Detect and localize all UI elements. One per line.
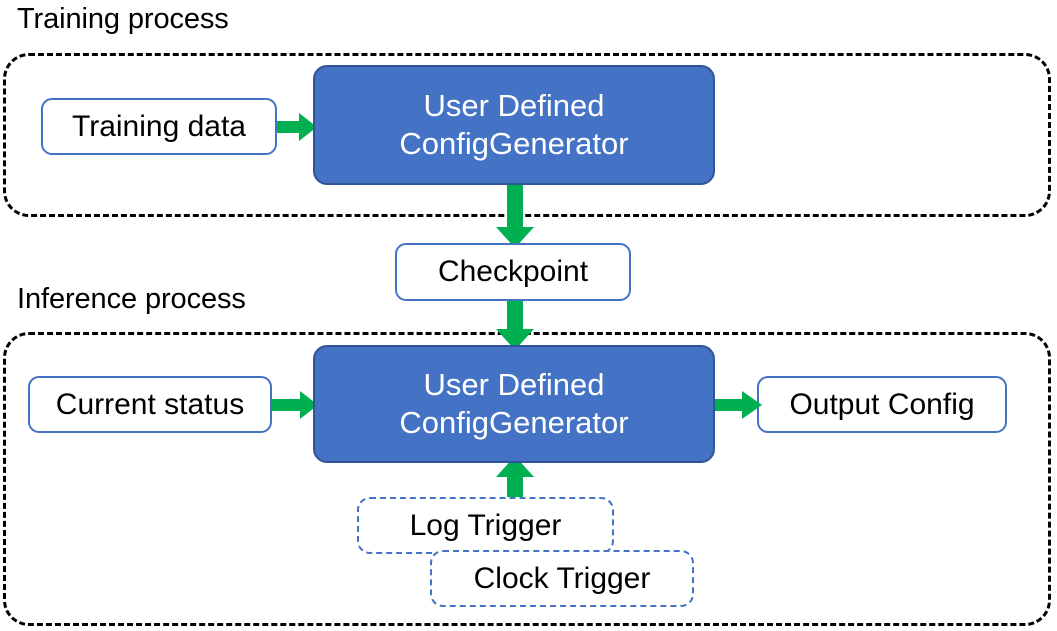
node-checkpoint-label: Checkpoint <box>437 255 589 288</box>
node-inference-config-generator-line1: User Defined <box>423 367 605 402</box>
arrow-training-generator-to-checkpoint <box>496 182 536 248</box>
node-output-config[interactable]: Output Config <box>757 376 1007 433</box>
node-training-config-generator[interactable]: User Defined ConfigGenerator <box>313 65 715 185</box>
node-training-config-generator-line1: User Defined <box>423 88 605 123</box>
arrow-generator-to-output-config <box>712 386 762 424</box>
node-clock-trigger[interactable]: Clock Trigger <box>430 550 694 607</box>
arrow-checkpoint-to-inference-generator <box>496 298 536 350</box>
node-current-status-label: Current status <box>55 387 245 421</box>
arrow-triggers-to-generator <box>496 456 536 508</box>
arrow-current-status-to-generator <box>272 386 318 424</box>
node-inference-config-generator[interactable]: User Defined ConfigGenerator <box>313 345 715 463</box>
arrow-training-data-to-generator <box>277 108 317 146</box>
training-process-container <box>3 53 1051 217</box>
node-log-trigger-label: Log Trigger <box>409 508 562 542</box>
node-current-status[interactable]: Current status <box>28 376 272 433</box>
node-checkpoint[interactable]: Checkpoint <box>395 243 631 301</box>
node-training-data[interactable]: Training data <box>41 98 277 155</box>
node-training-config-generator-line2: ConfigGenerator <box>399 126 629 161</box>
inference-process-caption: Inference process <box>17 283 246 315</box>
node-log-trigger[interactable]: Log Trigger <box>357 497 614 554</box>
node-clock-trigger-label: Clock Trigger <box>473 561 651 595</box>
node-training-data-label: Training data <box>72 109 246 143</box>
node-output-config-label: Output Config <box>789 387 975 421</box>
node-inference-config-generator-line2: ConfigGenerator <box>399 405 629 440</box>
training-process-caption: Training process <box>17 3 229 35</box>
